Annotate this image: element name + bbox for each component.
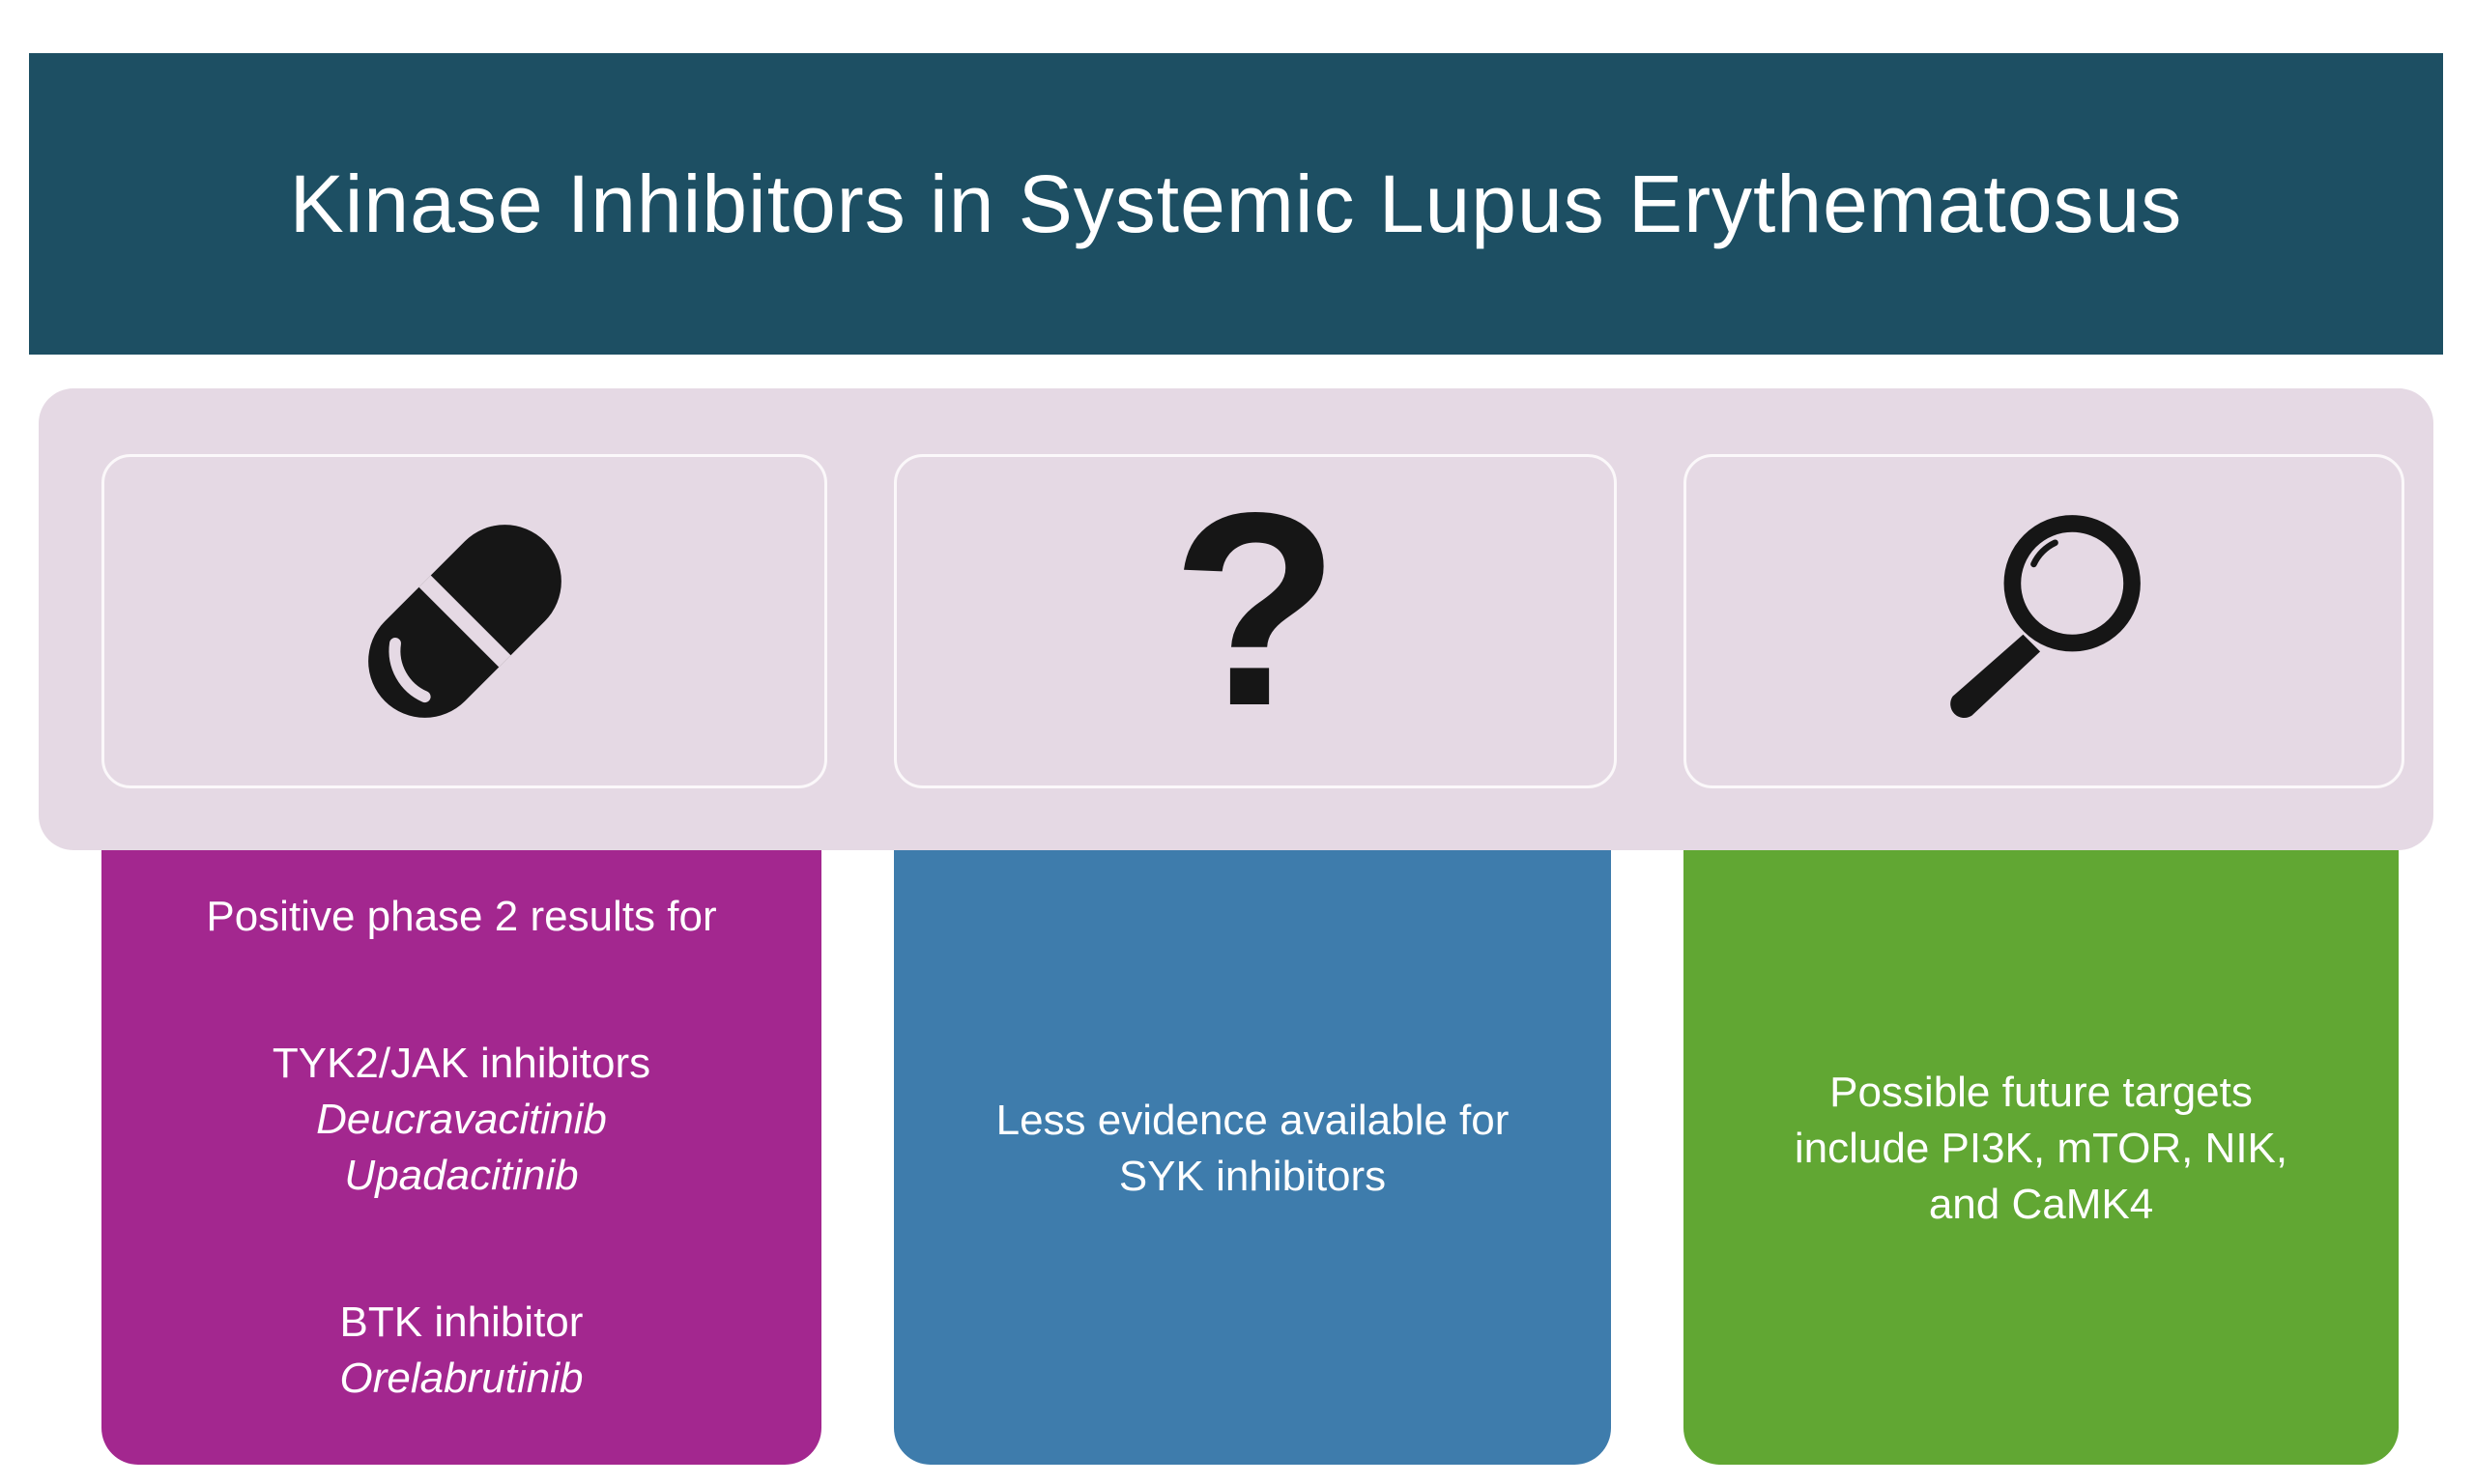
card-text-line: SYK inhibitors bbox=[1118, 1153, 1387, 1200]
icon-band: ? bbox=[39, 388, 2433, 850]
group-heading: BTK inhibitor bbox=[339, 1298, 584, 1346]
card-text-line: Possible future targets bbox=[1829, 1068, 2253, 1116]
btk-group: BTK inhibitor Orelabrutinib bbox=[130, 1295, 792, 1407]
title-banner: Kinase Inhibitors in Systemic Lupus Eryt… bbox=[29, 53, 2443, 355]
magnifier-icon bbox=[1916, 494, 2172, 750]
drug-name: Deucravacitinib bbox=[316, 1095, 607, 1143]
drug-name: Upadacitinib bbox=[344, 1152, 579, 1199]
drug-name: Orelabrutinib bbox=[339, 1354, 584, 1402]
icon-box-magnifier bbox=[1683, 454, 2404, 788]
card-less-evidence: Less evidence available for SYK inhibito… bbox=[894, 833, 1611, 1465]
card-text-line: and CaMK4 bbox=[1928, 1181, 2154, 1229]
card-future-targets: Possible future targets include PI3K, mT… bbox=[1683, 833, 2399, 1465]
card-text-line: include PI3K, mTOR, NIK, bbox=[1794, 1124, 2288, 1172]
pill-icon bbox=[339, 496, 590, 747]
page-title: Kinase Inhibitors in Systemic Lupus Eryt… bbox=[289, 157, 2183, 249]
card-heading-line: Positive phase 2 results for bbox=[206, 893, 717, 940]
question-mark-icon: ? bbox=[1170, 455, 1340, 763]
icon-box-pill bbox=[101, 454, 827, 788]
card-positive-results: Positive phase 2 results for TYK2/JAK in… bbox=[101, 833, 821, 1465]
card-text-line: Less evidence available for bbox=[995, 1096, 1510, 1144]
group-heading: TYK2/JAK inhibitors bbox=[272, 1039, 651, 1087]
icon-box-question: ? bbox=[894, 454, 1617, 788]
tyk2-jak-group: TYK2/JAK inhibitors Deucravacitinib Upad… bbox=[130, 1036, 792, 1204]
